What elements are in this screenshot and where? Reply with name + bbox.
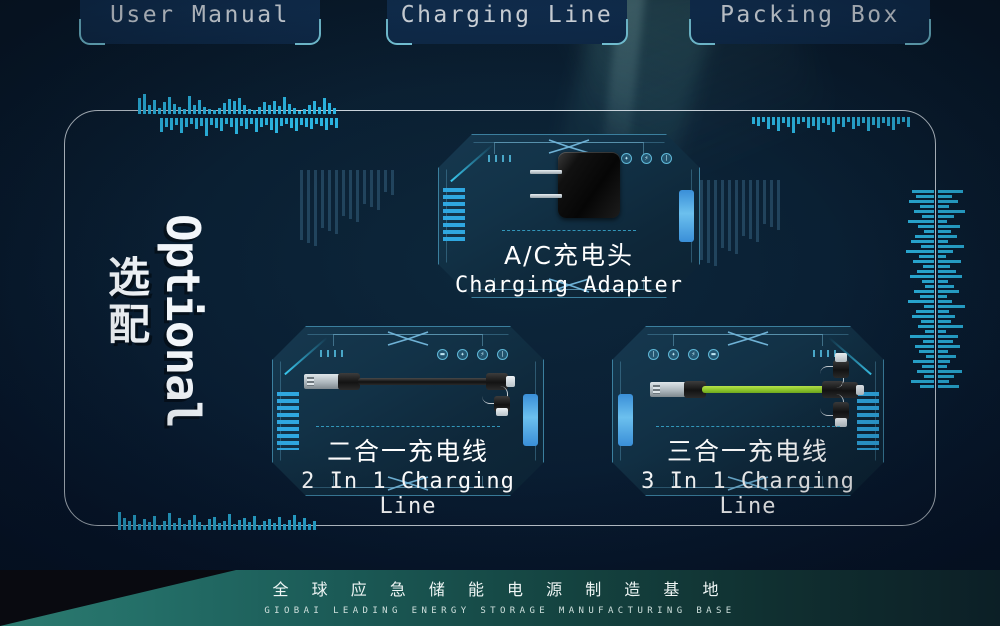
- footer-banner: 全 球 应 急 储 能 电 源 制 造 基 地 GIOBAI LEADING E…: [0, 570, 1000, 626]
- footer-title-zh: 全 球 应 急 储 能 电 源 制 造 基 地: [272, 580, 728, 599]
- footer-title-en: GIOBAI LEADING ENERGY STORAGE MANUFACTUR…: [264, 606, 736, 616]
- footer-text: 全 球 应 急 储 能 电 源 制 造 基 地 GIOBAI LEADING E…: [0, 576, 1000, 616]
